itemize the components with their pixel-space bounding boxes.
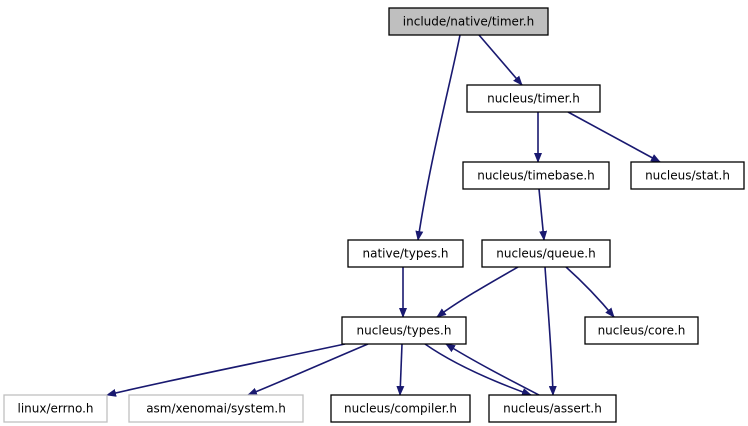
node-nucleus-types-h[interactable]: nucleus/types.h xyxy=(341,316,467,345)
node-nucleus-timebase-h[interactable]: nucleus/timebase.h xyxy=(462,161,610,190)
node-label: asm/xenomai/system.h xyxy=(146,402,286,416)
edge-arrow xyxy=(415,34,461,241)
node-box xyxy=(341,316,467,345)
edge-arrow xyxy=(424,343,532,396)
edge-nucleus-types-h-to-nucleus-compiler-h xyxy=(396,343,405,396)
node-label: nucleus/types.h xyxy=(357,324,452,338)
node-box xyxy=(388,7,549,36)
node-nucleus-stat-h[interactable]: nucleus/stat.h xyxy=(630,161,745,190)
edge-arrow xyxy=(538,188,548,241)
edge-arrow xyxy=(106,343,346,397)
nodes-layer: include/native/timer.h nucleus/timer.h nuc… xyxy=(3,7,745,423)
node-box xyxy=(330,394,471,423)
edge-nucleus-queue-h-to-nucleus-assert-h xyxy=(544,266,557,396)
edges-layer xyxy=(106,34,661,397)
edge-arrow xyxy=(478,34,523,86)
edge-nucleus-types-h-to-nucleus-assert-h xyxy=(424,343,532,396)
edge-nucleus-timebase-h-to-nucleus-queue-h xyxy=(538,188,548,241)
node-label: linux/errno.h xyxy=(17,402,93,416)
node-box xyxy=(481,239,611,268)
node-box xyxy=(630,161,745,190)
edge-arrow xyxy=(567,111,661,163)
edge-nucleus-types-h-to-asm-xenomai-system-h xyxy=(247,343,369,396)
node-label: nucleus/stat.h xyxy=(645,169,730,183)
node-box xyxy=(488,394,617,423)
edge-arrow xyxy=(565,266,615,318)
edge-arrow xyxy=(445,343,540,396)
edge-nucleus-types-h-to-linux-errno-h xyxy=(106,343,346,397)
node-nucleus-compiler-h[interactable]: nucleus/compiler.h xyxy=(330,394,471,423)
edge-nucleus-queue-h-to-nucleus-core-h xyxy=(565,266,615,318)
node-label: include/native/timer.h xyxy=(403,15,534,29)
node-label: nucleus/compiler.h xyxy=(344,402,457,416)
edge-nucleus-queue-h-to-nucleus-types-h xyxy=(436,266,519,318)
node-box xyxy=(347,239,464,268)
edge-nucleus-assert-h-to-nucleus-types-h xyxy=(445,343,540,396)
node-label: nucleus/timer.h xyxy=(487,92,580,106)
node-nucleus-queue-h[interactable]: nucleus/queue.h xyxy=(481,239,611,268)
node-include-native-timer-h[interactable]: include/native/timer.h xyxy=(388,7,549,36)
node-asm-xenomai-system-h: asm/xenomai/system.h xyxy=(128,394,304,423)
edge-arrow xyxy=(436,266,519,318)
node-label: native/types.h xyxy=(362,247,448,261)
node-label: nucleus/timebase.h xyxy=(477,169,595,183)
edge-nucleus-timer-h-to-nucleus-stat-h xyxy=(567,111,661,163)
edge-include-native-timer-h-to-nucleus-timer-h xyxy=(478,34,523,86)
edge-include-native-timer-h-to-native-types-h xyxy=(415,34,461,241)
node-box xyxy=(3,394,108,423)
node-box xyxy=(462,161,610,190)
edge-arrow xyxy=(396,343,405,396)
node-linux-errno-h: linux/errno.h xyxy=(3,394,108,423)
edge-arrow xyxy=(544,266,557,396)
node-label: nucleus/queue.h xyxy=(496,247,595,261)
node-nucleus-core-h[interactable]: nucleus/core.h xyxy=(584,316,699,345)
node-label: nucleus/core.h xyxy=(598,324,686,338)
node-nucleus-timer-h[interactable]: nucleus/timer.h xyxy=(466,84,601,113)
node-nucleus-assert-h[interactable]: nucleus/assert.h xyxy=(488,394,617,423)
edge-arrow xyxy=(247,343,369,396)
node-box xyxy=(466,84,601,113)
node-label: nucleus/assert.h xyxy=(503,402,602,416)
node-box xyxy=(584,316,699,345)
node-box xyxy=(128,394,304,423)
node-native-types-h[interactable]: native/types.h xyxy=(347,239,464,268)
